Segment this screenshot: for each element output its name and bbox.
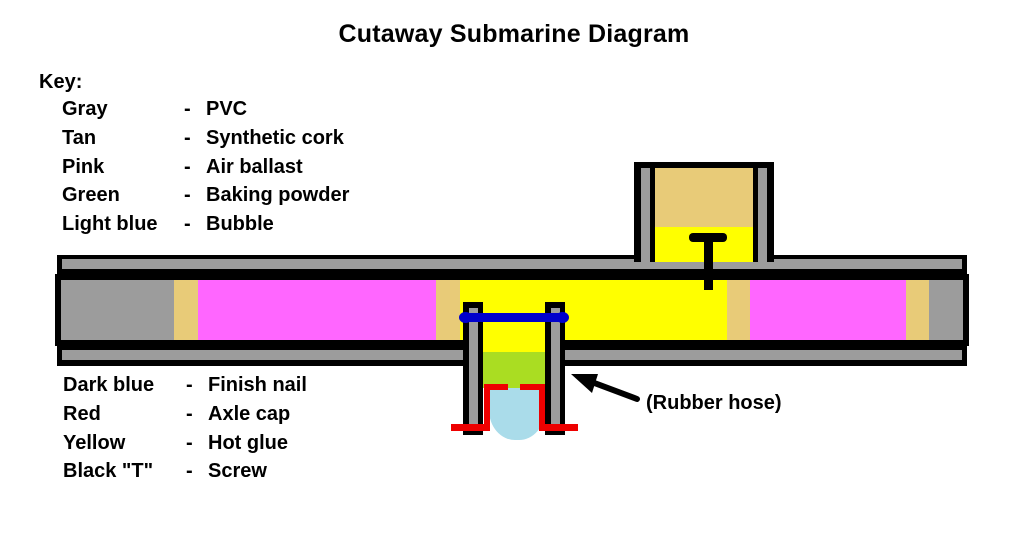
axle-cap-left-flange: [451, 424, 490, 431]
legend-dash: -: [186, 460, 193, 483]
legend-item-name: Synthetic cork: [206, 126, 344, 149]
legend-color-name: Black "T": [63, 460, 154, 483]
finish-nail-left-head: [459, 312, 472, 323]
legend-item-name: Screw: [208, 460, 267, 483]
legend-dash: -: [184, 126, 191, 149]
list-item: Tan - Synthetic cork: [62, 127, 349, 156]
t-screw-stem: [704, 236, 713, 290]
finish-nail: [461, 313, 567, 322]
legend-dash: -: [186, 402, 193, 425]
list-item: Red - Axle cap: [63, 403, 307, 432]
legend-color-name: Light blue: [62, 213, 158, 236]
hull-right-ballast: [750, 280, 906, 340]
hull-center-left-cork: [436, 280, 460, 340]
key-heading: Key:: [39, 71, 83, 93]
hull-right-cork: [906, 280, 929, 340]
legend-item-name: PVC: [206, 98, 248, 120]
legend-color-name: Pink: [62, 155, 105, 178]
list-item: Yellow - Hot glue: [63, 432, 307, 461]
finish-nail-right-head: [556, 312, 569, 323]
hull-right-pvc: [929, 280, 963, 340]
page-title: Cutaway Submarine Diagram: [338, 20, 690, 48]
rubber-hose-arrow: [571, 374, 640, 402]
tube-left-wall-fill: [469, 308, 478, 430]
hull-left-ballast: [198, 280, 436, 340]
upper-rail-fill: [62, 259, 962, 269]
legend-dash: -: [184, 98, 191, 120]
axle-cap-top-left: [484, 384, 508, 390]
legend-color-name: Green: [62, 184, 120, 207]
tube-baking-powder: [483, 352, 545, 388]
legend-color-name: Tan: [62, 126, 97, 149]
bubble: [489, 388, 545, 440]
legend-dash: -: [184, 184, 191, 207]
list-item: Green - Baking powder: [62, 184, 349, 213]
axle-cap-top-right: [520, 384, 545, 390]
tube-right-wall-fill: [551, 308, 560, 430]
legend-color-name: Red: [63, 402, 101, 425]
legend-item-name: Finish nail: [208, 374, 307, 396]
key-legend-list: Gray - PVC Tan - Synthetic cork Pink - A…: [62, 98, 349, 242]
rubber-hose-label: (Rubber hose): [646, 392, 782, 414]
legend-dash: -: [186, 431, 193, 454]
hull-left-pvc: [61, 280, 174, 340]
legend-dash: -: [184, 213, 191, 236]
conning-tower-right-wall: [758, 168, 767, 262]
legend-color-name: Gray: [62, 98, 108, 120]
axle-cap-right-wall: [539, 384, 545, 430]
legend-dash: -: [184, 155, 191, 178]
legend-color-name: Yellow: [63, 431, 126, 454]
list-item: Light blue - Bubble: [62, 213, 349, 242]
conning-tower-left-wall: [641, 168, 650, 262]
hull-center-right-cork: [727, 280, 750, 340]
legend-item-name: Air ballast: [206, 155, 303, 178]
legend-item-name: Hot glue: [208, 431, 288, 454]
list-item: Dark blue - Finish nail: [63, 374, 307, 403]
legend-dash: -: [186, 374, 193, 396]
list-item: Pink - Air ballast: [62, 156, 349, 185]
legend-item-name: Bubble: [206, 213, 274, 236]
axle-cap-left-wall: [484, 384, 490, 430]
legend-color-name: Dark blue: [63, 374, 155, 396]
hull-left-cork: [174, 280, 198, 340]
legend-item-name: Baking powder: [206, 184, 350, 207]
legend-item-name: Axle cap: [208, 402, 291, 425]
list-item: Black "T" - Screw: [63, 460, 307, 489]
bottom-legend-list: Dark blue - Finish nail Red - Axle cap Y…: [63, 374, 307, 489]
conning-tower-cork: [655, 168, 753, 227]
list-item: Gray - PVC: [62, 98, 349, 127]
axle-cap-right-flange: [539, 424, 578, 431]
